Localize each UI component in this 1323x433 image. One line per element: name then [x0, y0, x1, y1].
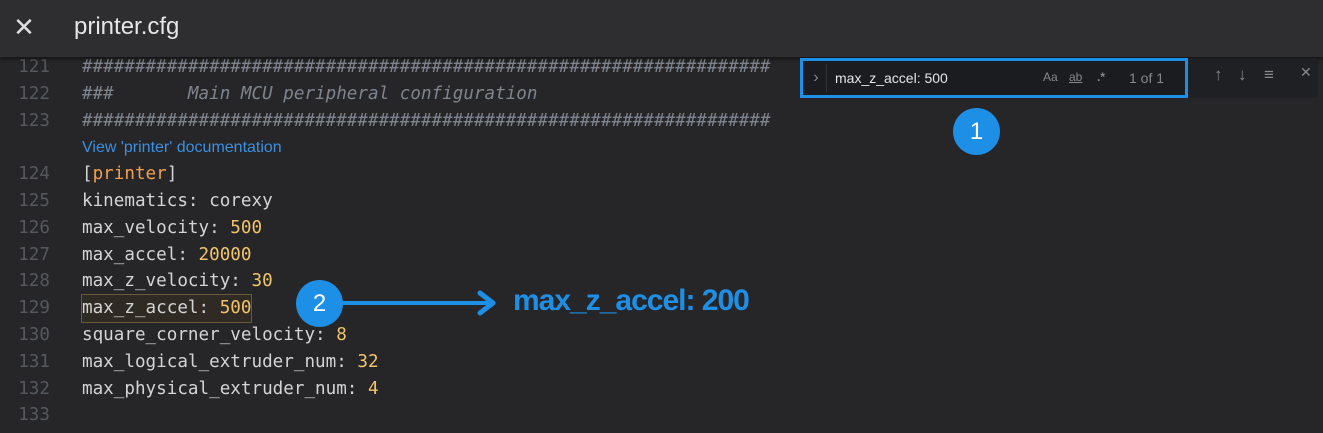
match-count: 1 of 1 [1129, 70, 1165, 86]
match-case-button[interactable]: Aa [1043, 70, 1058, 84]
code-text: ########################################… [82, 54, 771, 81]
file-title: printer.cfg [74, 13, 180, 40]
replacement-annotation: max_z_accel: 200 [513, 284, 750, 317]
code-text: [printer] [82, 161, 177, 188]
title-bar: ✕ printer.cfg [0, 0, 1323, 57]
code-text: max_accel: 20000 [82, 242, 252, 269]
code-text: ########################################… [82, 108, 771, 135]
code-token: 8 [336, 325, 347, 345]
toggle-replace-icon[interactable]: › [806, 64, 827, 92]
code-token: max_logical_extruder_num: [82, 351, 358, 372]
line-number: 125 [18, 191, 50, 211]
code-text: square_corner_velocity: 8 [82, 322, 347, 349]
code-line[interactable]: 133 [0, 402, 1323, 429]
code-token: ########################################… [82, 110, 771, 131]
code-token: 20000 [198, 244, 252, 265]
code-token: 32 [357, 351, 379, 372]
line-number: 128 [18, 271, 50, 292]
line-number: 132 [18, 378, 50, 399]
code-token: max_z_velocity: [82, 271, 252, 292]
code-line[interactable]: 130 square_corner_velocity: 8 [0, 322, 1323, 349]
find-input-box[interactable]: › max_z_accel: 500 Aa ab .* 1 of 1 [800, 58, 1188, 98]
code-token: 500 [230, 217, 263, 238]
code-text: max_physical_extruder_num: 4 [82, 376, 379, 403]
code-token: ### Main MCU peripheral configuration [82, 83, 538, 104]
search-match: max_z_accel: 500 [80, 294, 253, 324]
code-text: max_logical_extruder_num: 32 [82, 349, 379, 376]
code-line[interactable]: 124 [printer] [0, 161, 1323, 188]
code-line[interactable]: 131 max_logical_extruder_num: 32 [0, 349, 1323, 376]
code-token: max_accel: [82, 244, 199, 265]
whole-word-button[interactable]: ab [1069, 70, 1083, 84]
code-text: ### Main MCU peripheral configuration [82, 81, 537, 108]
close-find-icon[interactable]: ✕ [1300, 64, 1312, 80]
next-match-icon[interactable]: ↓ [1238, 65, 1247, 84]
find-input[interactable]: max_z_accel: 500 [835, 70, 948, 86]
annotation-badge-2: 2 [296, 280, 343, 327]
line-number: 127 [18, 244, 50, 265]
code-token: ] [166, 164, 178, 185]
code-token: 4 [368, 378, 379, 399]
code-token: kinematics: corexy [82, 191, 273, 211]
line-number: 133 [18, 405, 50, 426]
line-number: 126 [18, 217, 50, 238]
documentation-link[interactable]: View 'printer' documentation [82, 139, 282, 157]
code-line[interactable]: 127 max_accel: 20000 [0, 242, 1323, 269]
line-number: 129 [18, 298, 50, 319]
find-in-selection-icon[interactable]: ≡ [1264, 65, 1274, 84]
code-text: max_velocity: 500 [82, 215, 262, 242]
previous-match-icon[interactable]: ↑ [1214, 65, 1223, 84]
line-number: 130 [18, 325, 50, 345]
regex-button[interactable]: .* [1097, 70, 1106, 84]
line-number: 124 [18, 164, 50, 185]
code-text: max_z_velocity: 30 [82, 268, 273, 295]
code-token: max_physical_extruder_num: [82, 378, 368, 399]
code-token: [ [82, 164, 93, 185]
code-line[interactable]: 123 #####################################… [0, 108, 1323, 135]
code-line[interactable]: 126 max_velocity: 500 [0, 215, 1323, 242]
code-line[interactable]: 122 ### Main MCU peripheral configuration [0, 81, 1323, 108]
code-token: printer [92, 164, 167, 185]
code-text: kinematics: corexy [82, 188, 273, 215]
code-line[interactable]: 125 kinematics: corexy [0, 188, 1323, 215]
close-icon[interactable]: ✕ [13, 12, 35, 42]
code-line[interactable]: 121 #####################################… [0, 54, 1323, 81]
code-editor[interactable]: 121 #####################################… [0, 54, 1323, 433]
arrow-icon [340, 290, 496, 316]
line-number: 122 [18, 83, 50, 104]
line-number: 121 [18, 57, 50, 77]
find-widget: › max_z_accel: 500 Aa ab .* 1 of 1 ↑ ↓ ≡… [800, 58, 1318, 98]
code-token: 30 [251, 271, 273, 292]
code-line[interactable]: 132 max_physical_extruder_num: 4 [0, 376, 1323, 403]
code-token: ########################################… [82, 57, 771, 77]
annotation-badge-1: 1 [953, 108, 1000, 155]
code-line[interactable]: 129 max_z_accel: 500 [0, 294, 1323, 324]
code-token: max_z_accel: [82, 298, 220, 319]
line-number: 131 [18, 351, 50, 372]
line-number: 123 [18, 110, 50, 131]
code-token: 500 [219, 298, 252, 319]
code-token: max_velocity: [82, 217, 231, 238]
code-line[interactable]: View 'printer' documentation [0, 134, 1323, 161]
code-line[interactable]: 128 max_z_velocity: 30 [0, 268, 1323, 295]
code-token: square_corner_velocity: [82, 325, 337, 345]
